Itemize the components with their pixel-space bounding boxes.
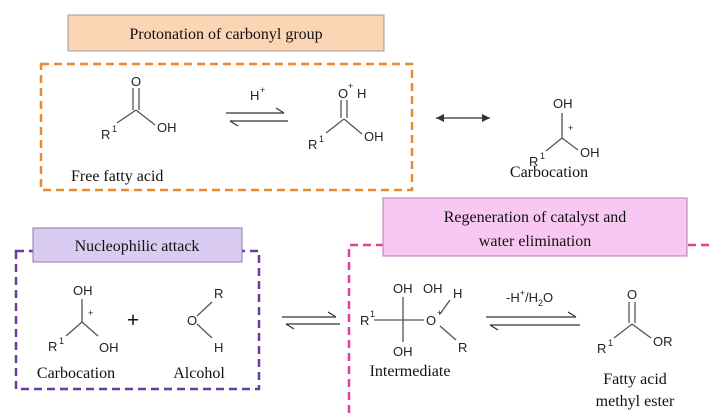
svg-text:R: R bbox=[458, 340, 467, 355]
svg-text:H: H bbox=[453, 286, 462, 301]
svg-text:OR: OR bbox=[653, 334, 673, 349]
regeneration-header: Regeneration of catalyst and water elimi… bbox=[382, 197, 688, 257]
svg-text:R: R bbox=[308, 137, 317, 152]
svg-text:OH: OH bbox=[580, 145, 600, 160]
intermediate-structure: R 1 OH OH OH O + H R bbox=[360, 281, 467, 359]
svg-text:H: H bbox=[357, 86, 366, 101]
ester-structure: O OR R 1 bbox=[597, 287, 673, 356]
free-fatty-acid-label: Free fatty acid bbox=[71, 168, 163, 185]
svg-text:R: R bbox=[101, 127, 110, 142]
alcohol-label: Alcohol bbox=[173, 365, 225, 382]
svg-text:R: R bbox=[360, 313, 369, 328]
svg-text:OH: OH bbox=[99, 340, 119, 355]
svg-text:+: + bbox=[348, 81, 353, 91]
carbocation-bottom-label: Carbocation bbox=[37, 365, 115, 382]
svg-text:1: 1 bbox=[112, 124, 117, 134]
regeneration-title-line1: Regeneration of catalyst and bbox=[444, 209, 627, 226]
svg-text:OH: OH bbox=[364, 129, 384, 144]
svg-text:R: R bbox=[597, 341, 606, 356]
ester-label-line1: Fatty acid bbox=[603, 371, 667, 388]
svg-text:O: O bbox=[131, 74, 141, 89]
svg-text:H: H bbox=[214, 340, 223, 355]
elimination-equilibrium-arrow: -H+/H2O bbox=[486, 288, 580, 331]
intermediate-label: Intermediate bbox=[370, 363, 451, 380]
svg-text:1: 1 bbox=[608, 338, 613, 348]
alcohol-structure: O R H bbox=[187, 286, 223, 355]
protonation-header: Protonation of carbonyl group bbox=[67, 14, 385, 52]
plus-sign: + bbox=[127, 307, 140, 332]
protonated-acid-structure: O + H OH R 1 bbox=[308, 81, 384, 152]
svg-text:OH: OH bbox=[73, 283, 93, 298]
svg-text:H: H bbox=[250, 88, 259, 103]
svg-text:+: + bbox=[568, 123, 573, 133]
svg-text:1: 1 bbox=[59, 336, 64, 346]
nucleophilic-title: Nucleophilic attack bbox=[75, 238, 200, 255]
svg-text:OH: OH bbox=[393, 344, 413, 359]
svg-text:O: O bbox=[187, 313, 197, 328]
regeneration-title-line2: water elimination bbox=[479, 233, 591, 250]
svg-text:+: + bbox=[260, 85, 265, 95]
svg-text:+: + bbox=[88, 308, 93, 318]
svg-text:R: R bbox=[529, 154, 538, 169]
addition-equilibrium-arrow bbox=[282, 311, 340, 330]
resonance-arrow bbox=[436, 114, 490, 122]
svg-text:R: R bbox=[214, 286, 223, 301]
svg-text:+: + bbox=[437, 308, 442, 318]
ester-label-line2: methyl ester bbox=[596, 393, 675, 410]
svg-text:OH: OH bbox=[553, 96, 573, 111]
svg-text:1: 1 bbox=[540, 151, 545, 161]
svg-text:O: O bbox=[426, 313, 436, 328]
svg-text:OH: OH bbox=[393, 281, 413, 296]
svg-text:O: O bbox=[338, 86, 348, 101]
svg-text:R: R bbox=[48, 339, 57, 354]
protonation-equilibrium-arrow: H + bbox=[226, 85, 288, 127]
carbocation-top-structure: OH + OH R 1 bbox=[529, 96, 600, 169]
svg-text:1: 1 bbox=[370, 309, 375, 319]
free-fatty-acid-structure: O OH R 1 bbox=[101, 74, 177, 142]
svg-text:O: O bbox=[627, 287, 637, 302]
svg-text:-H+/H2O: -H+/H2O bbox=[506, 288, 553, 308]
protonation-title: Protonation of carbonyl group bbox=[129, 26, 322, 43]
svg-text:OH: OH bbox=[157, 120, 177, 135]
protonation-section-border bbox=[39, 62, 414, 192]
carbocation-bottom-structure: OH + OH R 1 bbox=[48, 283, 119, 355]
carbocation-top-label: Carbocation bbox=[510, 164, 588, 181]
nucleophilic-header: Nucleophilic attack bbox=[32, 227, 243, 263]
svg-text:1: 1 bbox=[319, 134, 324, 144]
svg-text:OH: OH bbox=[423, 281, 443, 296]
